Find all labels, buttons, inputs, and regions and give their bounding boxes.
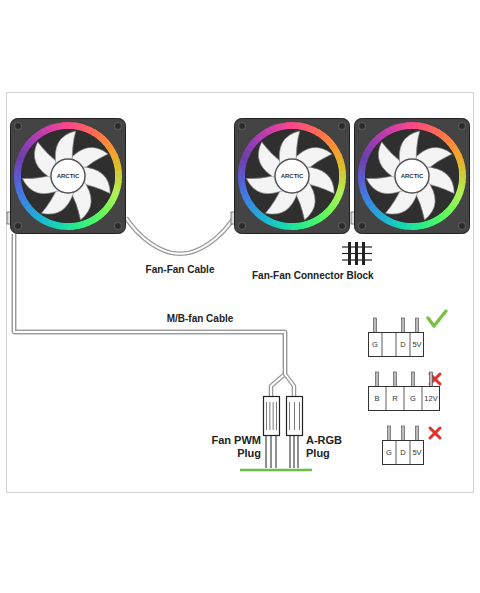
pin-name: B [368, 387, 386, 410]
connector-block-icon [342, 242, 372, 266]
check-mark [428, 311, 446, 326]
fan-node: ARCTIC [354, 118, 470, 234]
pin-name: D [396, 333, 410, 356]
cable-label: Fan-Fan Cable [143, 264, 218, 276]
plug-connector [284, 396, 356, 436]
block-node: Fan-Fan Connector Block [252, 242, 376, 281]
pin-name: 12V [422, 387, 440, 410]
plug-node: A-RGB Plug [284, 396, 356, 464]
fan-logo: ARCTIC [281, 173, 304, 179]
fan-logo: ARCTIC [401, 173, 424, 179]
pin-name: 5V [410, 441, 424, 464]
pin-header [368, 372, 440, 412]
cable-core [14, 234, 294, 396]
pin-name: G [368, 333, 382, 356]
cable-path [126, 218, 234, 254]
cable-path [14, 234, 285, 396]
part-label: Fan-Fan Connector Block [252, 270, 374, 281]
cable [14, 234, 294, 396]
cable [14, 234, 285, 396]
plug-label: Fan PWM Plug [205, 434, 261, 460]
pin-name: G [404, 387, 422, 410]
cable-path [14, 234, 294, 396]
fan-node: ARCTIC [10, 118, 126, 234]
cable-core [14, 234, 285, 396]
plug-label: A-RGB Plug [306, 434, 356, 460]
cable [126, 218, 234, 254]
board-line [240, 469, 312, 472]
header-node: GD5V [368, 426, 424, 466]
pin-name: D [396, 441, 410, 464]
frame [7, 93, 474, 493]
header-node: GD5V [368, 318, 424, 358]
pin-name: R [386, 387, 404, 410]
pin-name: 5V [410, 333, 424, 356]
fan-node: ARCTIC [234, 118, 350, 234]
pin-header [368, 426, 424, 466]
header-node: BRG12V [368, 372, 440, 412]
plug-connector [205, 396, 281, 436]
cross-mark [430, 428, 440, 438]
plug-node: Fan PWM Plug [205, 396, 281, 464]
cable-label: M/B-fan Cable [164, 313, 237, 325]
fan-logo: ARCTIC [57, 173, 80, 179]
connector-layer [14, 218, 294, 396]
pin-name: G [382, 441, 396, 464]
pin-header [368, 318, 424, 358]
cable-core [126, 218, 234, 254]
plug-pins [266, 436, 298, 468]
